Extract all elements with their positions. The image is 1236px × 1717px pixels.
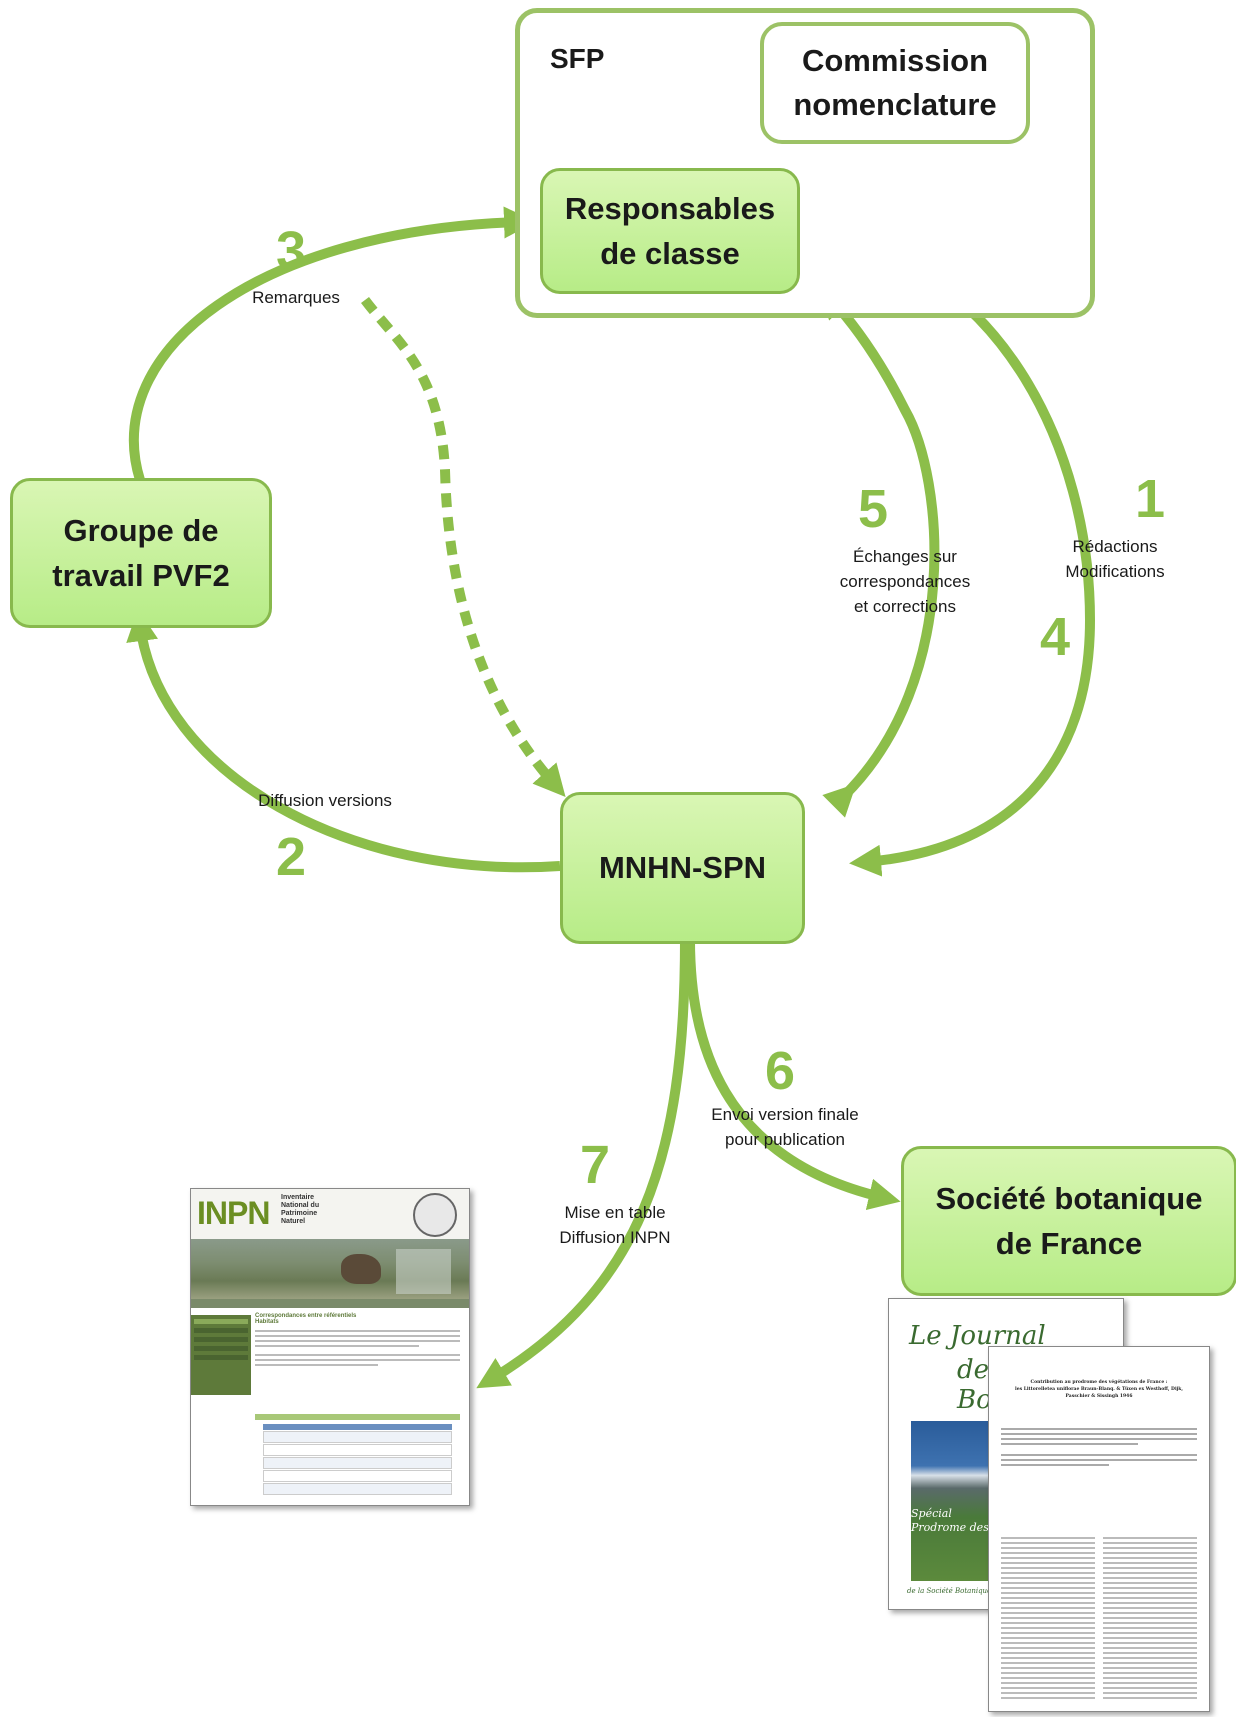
arrow-step-6: [685, 939, 901, 1210]
step-number-3: 3: [276, 221, 307, 281]
arrow-step-7: [476, 939, 690, 1389]
responsables-label: Responsables de classe: [564, 191, 776, 271]
node-commission-nomenclature: Commission nomenclature: [760, 22, 1030, 144]
arrow-step-3: [129, 206, 536, 482]
step-number-4: 4: [1040, 607, 1071, 667]
step-label-3: Remarques: [252, 288, 340, 307]
commission-label: Commission nomenclature: [793, 43, 997, 122]
step-number-1: 1: [1135, 469, 1166, 529]
arrow-step-2: [126, 609, 561, 873]
inpn-page-title: Correspondances entre référentiels Habit…: [255, 1313, 357, 1325]
inpn-seal: [413, 1193, 457, 1237]
journal-footer: de la Société Botanique de France: [907, 1587, 1030, 1595]
inpn-banner-photo: [191, 1239, 469, 1299]
inpn-sidebar: [191, 1315, 251, 1395]
inpn-subtitle: Inventaire National du Patrimoine Nature…: [281, 1194, 320, 1225]
step-label-2: Diffusion versions: [258, 791, 392, 810]
journal-article-thumbnail: Contribution au prodrome des végétations…: [988, 1346, 1210, 1712]
mnhn-label: MNHN-SPN: [598, 850, 767, 885]
journal-cover-photo: [911, 1421, 1001, 1581]
inpn-website-thumbnail: INPN Inventaire National du Patrimoine N…: [190, 1188, 470, 1506]
sfp-label: SFP: [550, 43, 605, 74]
inpn-nav-bar: [191, 1299, 469, 1308]
sbf-label: Société botanique de France: [935, 1181, 1203, 1261]
node-responsables-de-classe: Responsables de classe: [540, 168, 800, 294]
journal-article-abstract: [1001, 1425, 1197, 1469]
inpn-body-text: [255, 1327, 460, 1369]
step-number-7: 7: [580, 1135, 611, 1195]
inpn-header: INPN Inventaire National du Patrimoine N…: [191, 1189, 469, 1239]
inpn-logo: INPN: [197, 1195, 270, 1231]
inpn-table: [255, 1414, 460, 1499]
node-societe-botanique: Société botanique de France: [901, 1146, 1236, 1296]
step-number-5: 5: [858, 479, 889, 539]
groupe-label: Groupe de travail PVF2: [52, 513, 230, 593]
step-number-2: 2: [276, 827, 307, 887]
journal-article-title: Contribution au prodrome des végétations…: [1015, 1380, 1183, 1399]
step-label-7: Mise en table Diffusion INPN: [559, 1203, 671, 1247]
step-label-1: Rédactions Modifications: [1065, 537, 1165, 581]
step-label-6: Envoi version finale pour publication: [711, 1105, 859, 1149]
step-number-6: 6: [765, 1041, 796, 1101]
journal-article-columns: [1001, 1537, 1197, 1702]
node-groupe-de-travail: Groupe de travail PVF2: [10, 478, 272, 628]
node-mnhn-spn: MNHN-SPN: [560, 792, 805, 944]
arrow-step-5: [819, 286, 940, 818]
arrow-step-3-dotted: [361, 296, 566, 798]
step-label-5: Échanges sur correspondances et correcti…: [839, 547, 971, 616]
